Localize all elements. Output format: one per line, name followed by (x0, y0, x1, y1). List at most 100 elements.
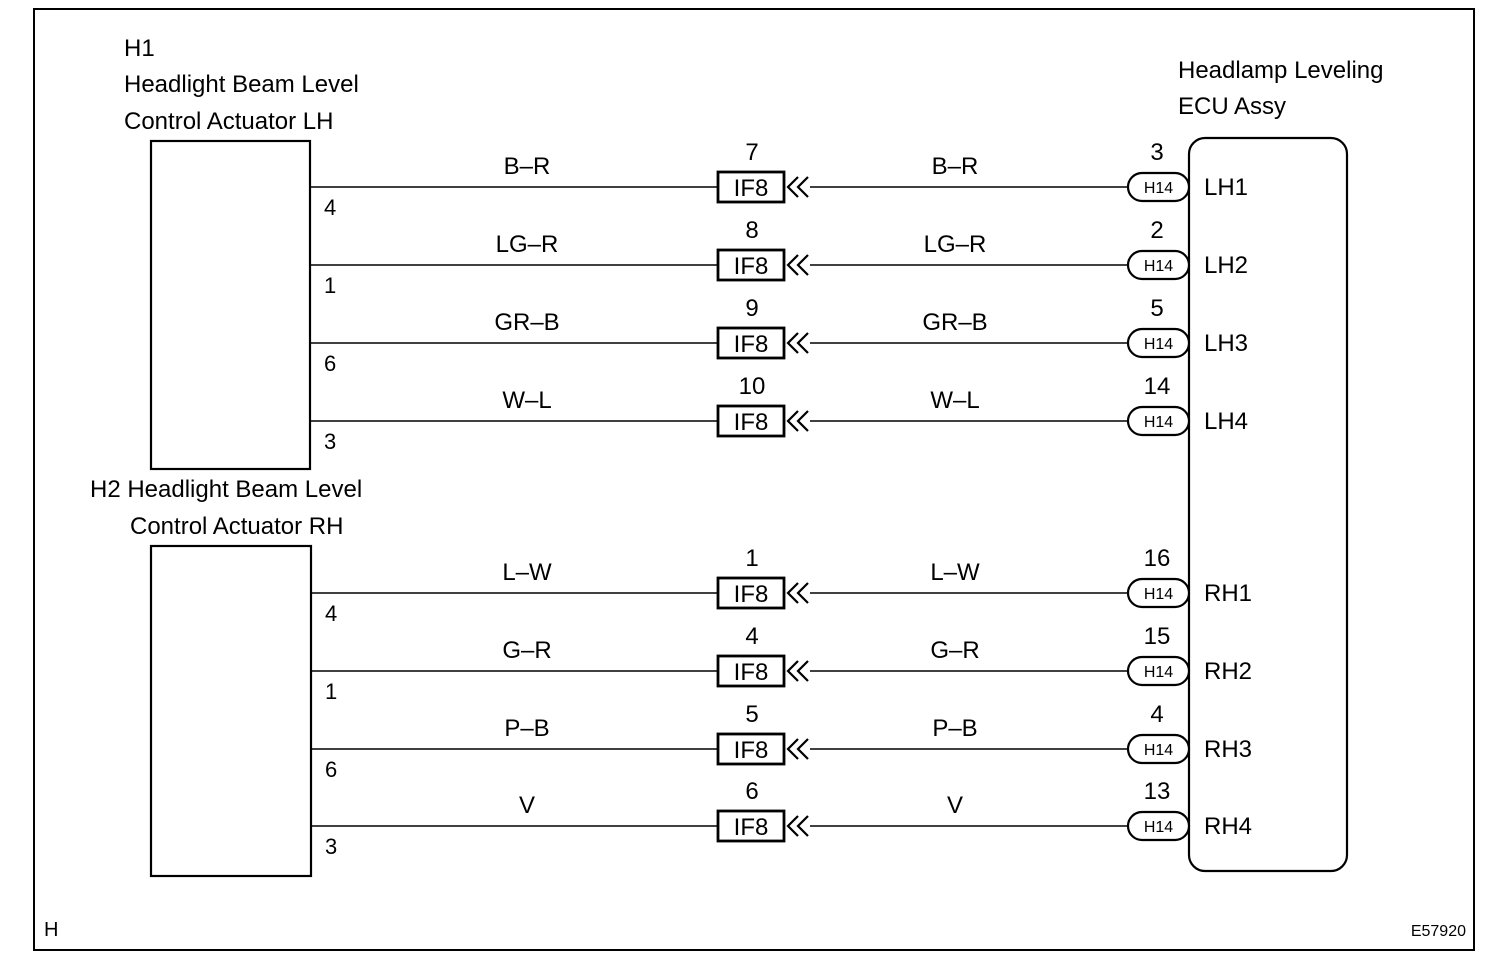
connector-label: H14 (1144, 664, 1173, 681)
ecu-connector (1126, 733, 1191, 765)
connector-label: H14 (1144, 414, 1173, 431)
figure-id: E57920 (1411, 923, 1466, 940)
ecu-terminal: LH2 (1204, 252, 1248, 279)
ecu-name-line2: ECU Assy (1178, 93, 1286, 120)
ecu-pin: 2 (1150, 217, 1163, 244)
double-chevron-icon (786, 660, 809, 682)
diagram-frame (33, 8, 1475, 951)
ecu-terminal: RH2 (1204, 658, 1252, 685)
double-chevron-icon (786, 582, 809, 604)
wire-color-label: V (519, 792, 535, 819)
junction-connector (716, 170, 786, 204)
double-chevron-icon (786, 410, 809, 432)
wire-color-label: L–W (502, 559, 552, 586)
ecu-pin: 13 (1144, 778, 1171, 805)
double-chevron-icon (786, 332, 809, 354)
connector-label: H14 (1144, 258, 1173, 275)
wire-color-label: W–L (930, 387, 979, 414)
wire-color-label: V (947, 792, 963, 819)
double-chevron-icon (786, 815, 809, 837)
actuator-pin: 3 (324, 429, 336, 454)
wire-color-label: G–R (502, 637, 551, 664)
double-chevron-icon (786, 254, 809, 276)
connector-label: H14 (1144, 819, 1173, 836)
ecu-pin: 16 (1144, 545, 1171, 572)
actuator-rh-name-line1: H2 Headlight Beam Level (90, 476, 362, 503)
wire-color-label: W–L (502, 387, 551, 414)
junction-label: IF8 (734, 409, 769, 436)
ecu-connector (1126, 810, 1191, 842)
wire-color-label: B–R (504, 153, 551, 180)
wire-color-label: GR–B (922, 309, 987, 336)
wire-color-label: LG–R (496, 231, 559, 258)
junction-pin: 7 (745, 139, 758, 166)
actuator-rh-name-line2: Control Actuator RH (130, 513, 343, 540)
junction-connector (716, 326, 786, 360)
ecu-pin: 5 (1150, 295, 1163, 322)
ecu-pin: 4 (1150, 701, 1163, 728)
actuator-rh-box (149, 544, 313, 878)
junction-pin: 8 (745, 217, 758, 244)
junction-label: IF8 (734, 331, 769, 358)
actuator-pin: 4 (325, 601, 337, 626)
actuator-pin: 6 (325, 757, 337, 782)
ecu-connector (1126, 577, 1191, 609)
junction-label: IF8 (734, 175, 769, 202)
junction-label: IF8 (734, 814, 769, 841)
ecu-connector (1126, 327, 1191, 359)
actuator-lh-name-line1: Headlight Beam Level (124, 71, 359, 98)
junction-pin: 10 (739, 373, 766, 400)
ecu-connector (1126, 655, 1191, 687)
double-chevron-icon (786, 738, 809, 760)
double-chevron-icon (786, 176, 809, 198)
ecu-connector (1126, 405, 1191, 437)
wire-color-label: P–B (504, 715, 549, 742)
ecu-connector (1126, 249, 1191, 281)
footer-left-code: H (44, 919, 58, 941)
junction-pin: 9 (745, 295, 758, 322)
ecu-terminal: LH1 (1204, 174, 1248, 201)
actuator-pin: 1 (325, 679, 337, 704)
ecu-name-line1: Headlamp Leveling (1178, 57, 1383, 84)
junction-label: IF8 (734, 581, 769, 608)
actuator-lh-name-line2: Control Actuator LH (124, 108, 333, 135)
ecu-pin: 14 (1144, 373, 1171, 400)
ecu-box (1187, 136, 1349, 873)
actuator-lh-code: H1 (124, 35, 155, 62)
actuator-pin: 6 (324, 351, 336, 376)
junction-label: IF8 (734, 659, 769, 686)
actuator-pin: 1 (324, 273, 336, 298)
junction-pin: 4 (745, 623, 758, 650)
actuator-pin: 4 (324, 195, 336, 220)
wire-color-label: G–R (930, 637, 979, 664)
connector-label: H14 (1144, 180, 1173, 197)
actuator-pin: 3 (325, 834, 337, 859)
connector-label: H14 (1144, 586, 1173, 603)
wire-color-label: P–B (932, 715, 977, 742)
junction-connector (716, 809, 786, 843)
junction-connector (716, 576, 786, 610)
junction-label: IF8 (734, 737, 769, 764)
ecu-connector (1126, 171, 1191, 203)
junction-connector (716, 404, 786, 438)
actuator-lh-box (149, 139, 312, 471)
wire-color-label: LG–R (924, 231, 987, 258)
ecu-terminal: LH3 (1204, 330, 1248, 357)
junction-pin: 6 (745, 778, 758, 805)
wire-color-label: B–R (932, 153, 979, 180)
junction-pin: 1 (745, 545, 758, 572)
junction-connector (716, 732, 786, 766)
junction-pin: 5 (745, 701, 758, 728)
junction-connector (716, 654, 786, 688)
wire-color-label: GR–B (494, 309, 559, 336)
connector-label: H14 (1144, 336, 1173, 353)
